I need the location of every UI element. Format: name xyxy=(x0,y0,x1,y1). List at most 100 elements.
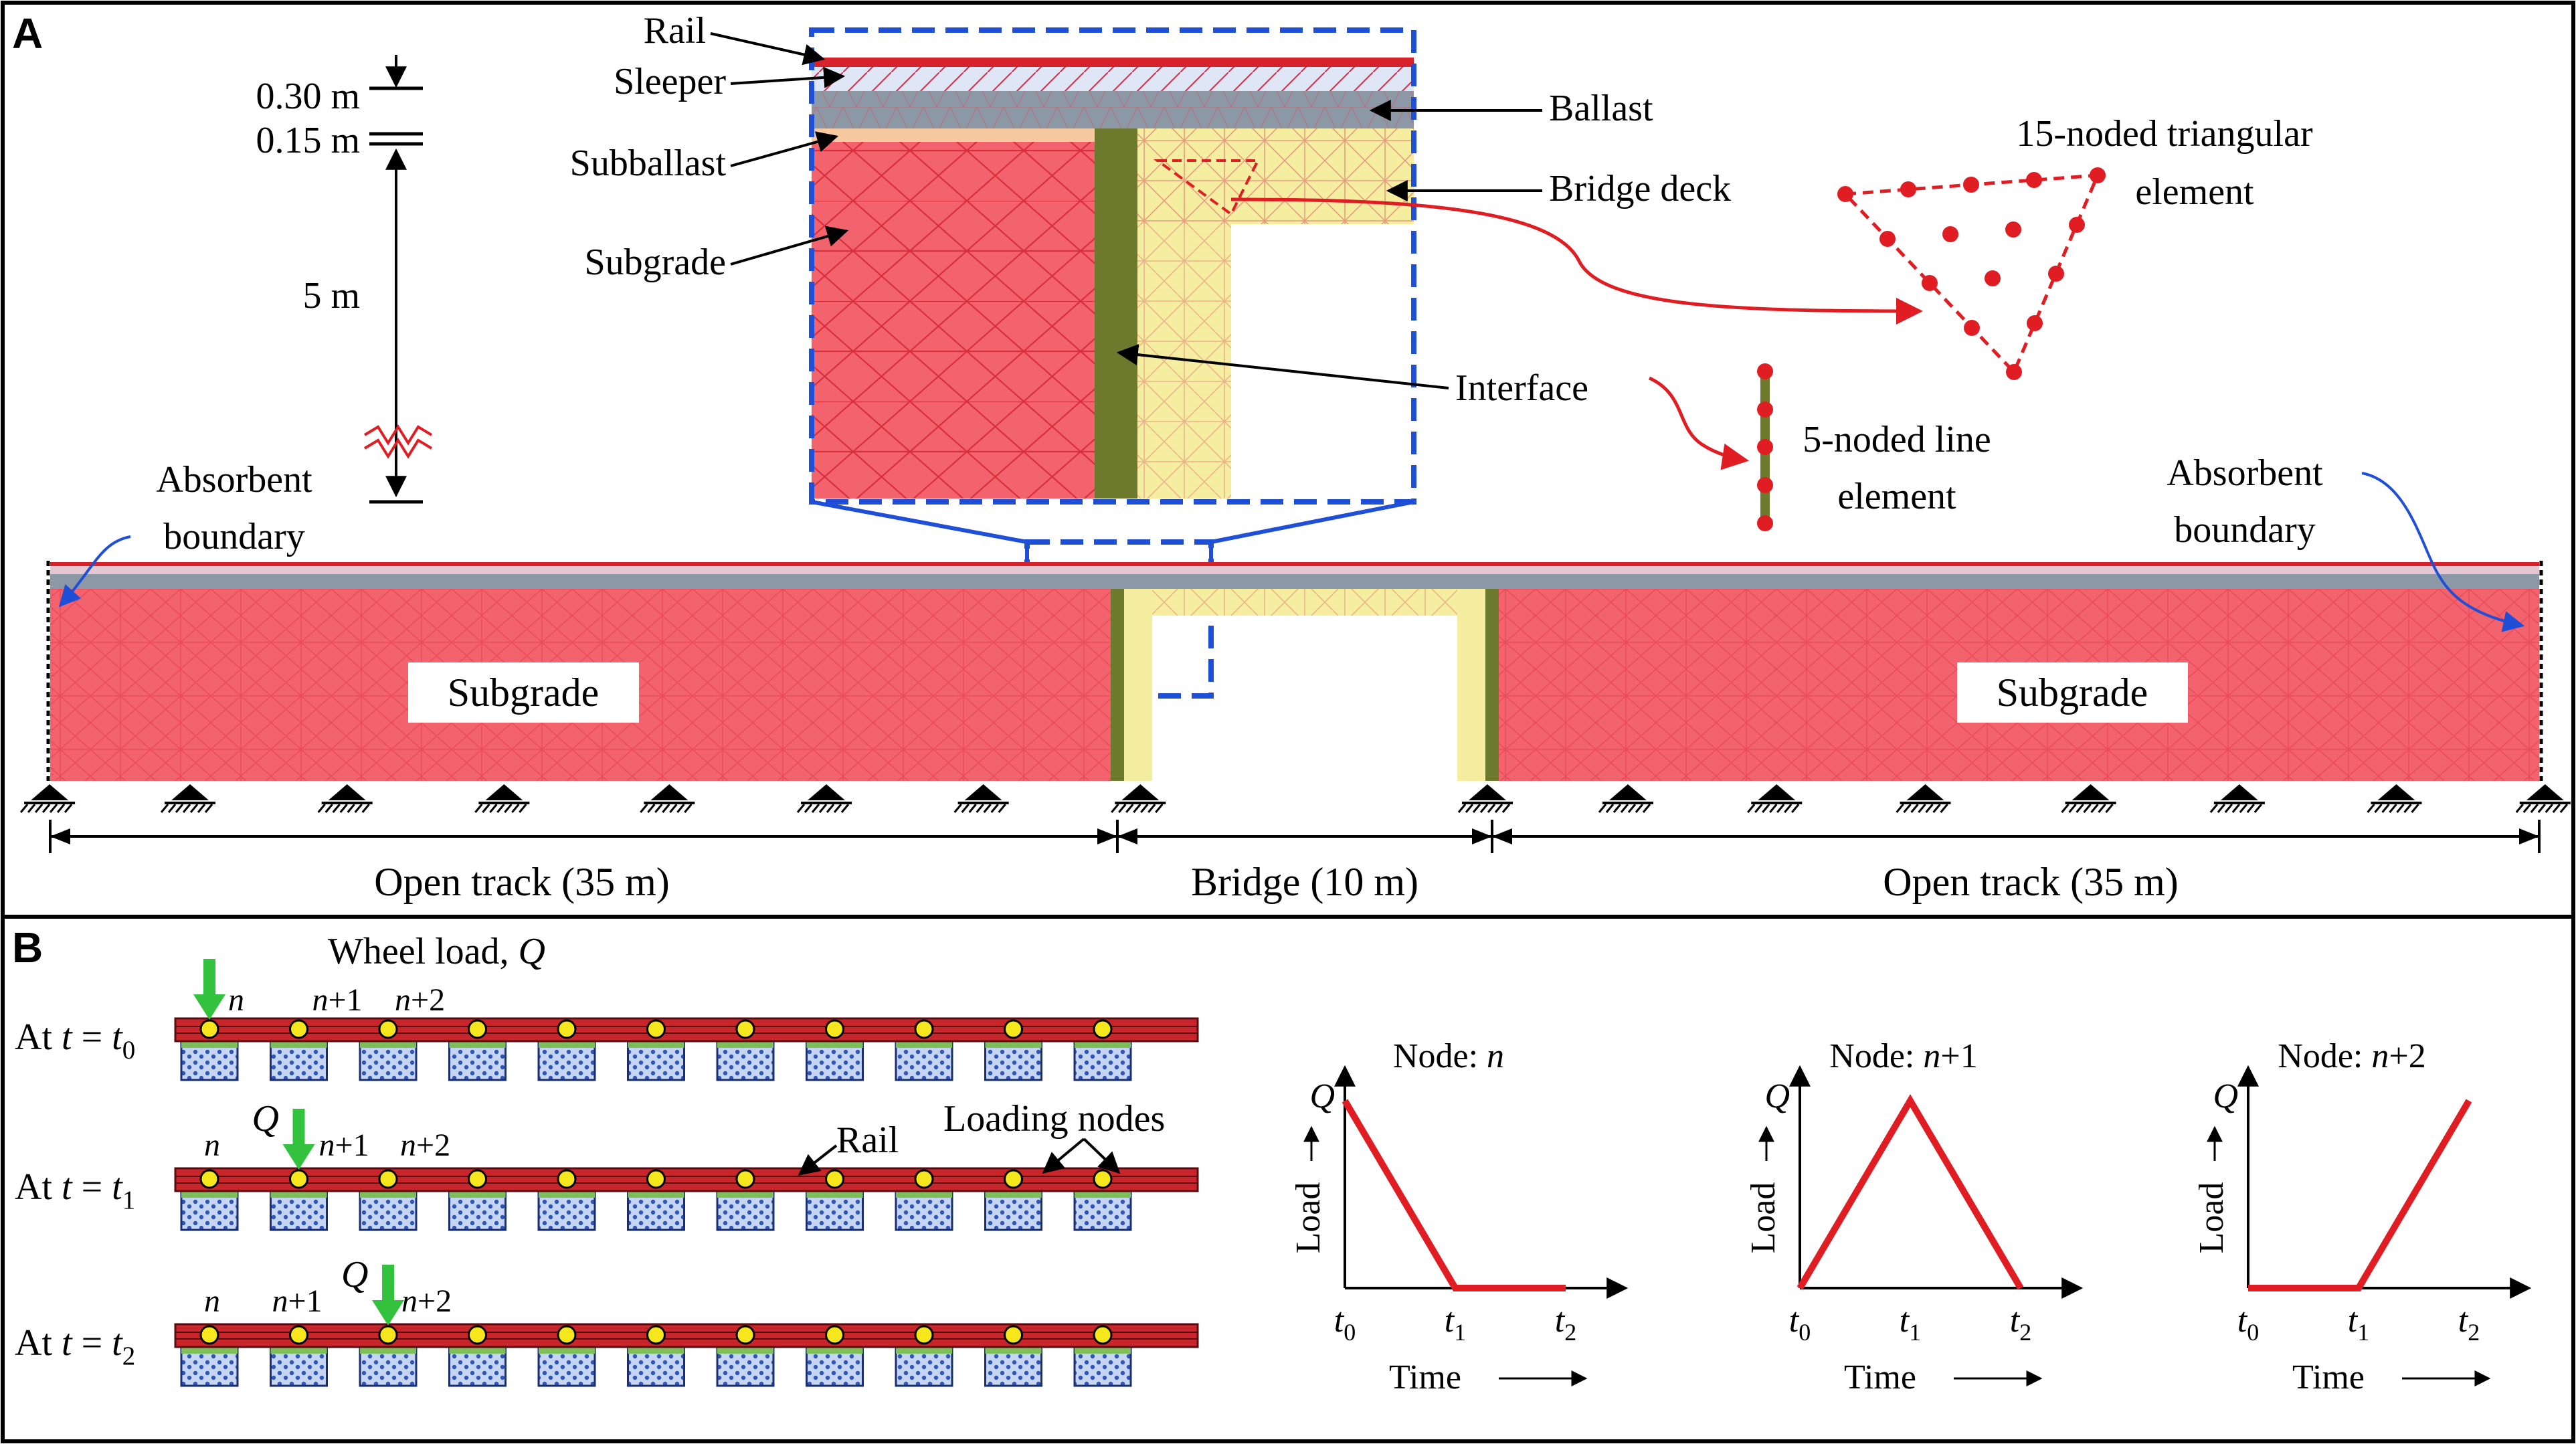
loading-node xyxy=(199,1325,219,1345)
load-series-line xyxy=(2248,1099,2472,1291)
sleeper-pad xyxy=(360,1191,416,1198)
text-part: = xyxy=(72,1016,112,1058)
var: t xyxy=(62,1016,73,1058)
panel-a-letter: A xyxy=(12,9,43,58)
loading-node xyxy=(1093,1169,1113,1189)
support-triangle xyxy=(2220,784,2258,800)
left-abutment xyxy=(1124,582,1152,781)
support-hatch xyxy=(1494,804,1503,813)
chart-title: Node: n+2 xyxy=(2278,1037,2425,1075)
tri-element-nodes xyxy=(1837,167,2106,380)
text-part: 1 xyxy=(347,982,363,1018)
loading-node xyxy=(557,1325,577,1345)
support-triangle xyxy=(171,784,209,800)
subscript: 2 xyxy=(2019,1319,2031,1346)
support-hatch xyxy=(1747,804,1756,813)
support-hatch xyxy=(474,804,483,813)
subscript: 1 xyxy=(1454,1319,1466,1346)
main-model: Subgrade Subgrade xyxy=(46,561,2543,781)
support-hatch xyxy=(2209,804,2219,813)
support-hatch xyxy=(647,804,656,813)
support-hatch xyxy=(56,804,66,813)
dim-depth-text: 5 m xyxy=(302,275,360,317)
text-part: 1 xyxy=(306,1283,323,1319)
support-triangle xyxy=(1758,784,1796,800)
loading-node xyxy=(289,1325,308,1345)
support-hatch xyxy=(826,804,835,813)
support-hatch xyxy=(1598,804,1607,813)
sleeper-pad xyxy=(717,1041,773,1048)
loading-node xyxy=(1004,1169,1023,1189)
load-series-line xyxy=(1797,1094,2024,1290)
dim-top-text: 0.30 m xyxy=(256,76,360,117)
support-hatch xyxy=(1642,804,1651,813)
support-triangle xyxy=(31,784,69,800)
support-hatch xyxy=(2231,804,2241,813)
text-part: = xyxy=(72,1166,112,1208)
var-t: t xyxy=(112,1016,123,1058)
node-label: n+2 xyxy=(395,982,445,1018)
text-part: 2 xyxy=(2409,1037,2426,1075)
var: n xyxy=(395,982,411,1018)
subscript: 1 xyxy=(1909,1319,1921,1346)
loading-node xyxy=(289,1019,308,1039)
support-hatch xyxy=(504,804,513,813)
leader-rail xyxy=(710,32,826,66)
support-hatch xyxy=(1155,804,1164,813)
support-hatch xyxy=(976,804,984,813)
y-tick-q: Q xyxy=(2213,1077,2238,1115)
loading-node xyxy=(735,1325,755,1345)
text-part: At xyxy=(15,1016,52,1058)
leader-interface xyxy=(1116,344,1449,389)
text-part: Node xyxy=(2278,1037,2353,1075)
support-hatch xyxy=(2076,804,2084,813)
support-hatch xyxy=(662,804,670,813)
support-triangle xyxy=(2526,784,2564,800)
row-label: At t = t2 xyxy=(15,1322,135,1370)
absorbent-right-1: Absorbent xyxy=(2167,452,2323,494)
text-part: = xyxy=(72,1322,112,1364)
rail-label: Rail xyxy=(836,1119,899,1161)
loading-node xyxy=(914,1325,934,1345)
sleeper-pad xyxy=(717,1347,773,1354)
sleeper-pad xyxy=(181,1347,238,1354)
wheel-load-label: Wheel load, Q xyxy=(328,931,545,972)
support-hatch xyxy=(811,804,820,813)
support-hatch xyxy=(1472,804,1481,813)
support-hatch xyxy=(2061,804,2069,813)
var-t: t xyxy=(112,1166,123,1208)
support-triangle xyxy=(328,784,366,800)
support-hatch xyxy=(160,804,169,813)
y-tick-q: Q xyxy=(1309,1077,1335,1115)
var-t: t xyxy=(112,1322,123,1364)
support-hatch xyxy=(1769,804,1778,813)
support-hatch xyxy=(1125,804,1134,813)
y-axis-label: Load xyxy=(1744,1182,1782,1254)
support-hatch xyxy=(654,804,663,813)
support-hatch xyxy=(2515,804,2524,813)
support-hatch xyxy=(684,804,693,813)
absorbent-left-1: Absorbent xyxy=(156,459,312,501)
support-triangle xyxy=(1906,784,1944,800)
line-element: 5-noded line element xyxy=(1757,363,1991,531)
support-hatch xyxy=(1457,804,1467,813)
support-hatch xyxy=(2559,804,2568,813)
x-tick: t2 xyxy=(2010,1301,2031,1346)
zoom-interface xyxy=(1095,127,1137,499)
text-part: + xyxy=(1940,1037,1960,1075)
support-hatch xyxy=(1918,804,1926,813)
wheel-load-text: Wheel load, Q xyxy=(328,931,545,972)
rail xyxy=(174,1167,1199,1192)
support-hatch xyxy=(197,804,206,813)
support-hatch xyxy=(2545,804,2553,813)
leader-subballast xyxy=(730,131,839,167)
sleeper-pad xyxy=(628,1347,684,1354)
subscript: 2 xyxy=(1564,1319,1576,1346)
x-tick: t2 xyxy=(1555,1301,1576,1346)
support-hatch xyxy=(347,804,355,813)
zoom-subballast xyxy=(812,127,1095,142)
load-series-line xyxy=(1342,1099,1566,1291)
